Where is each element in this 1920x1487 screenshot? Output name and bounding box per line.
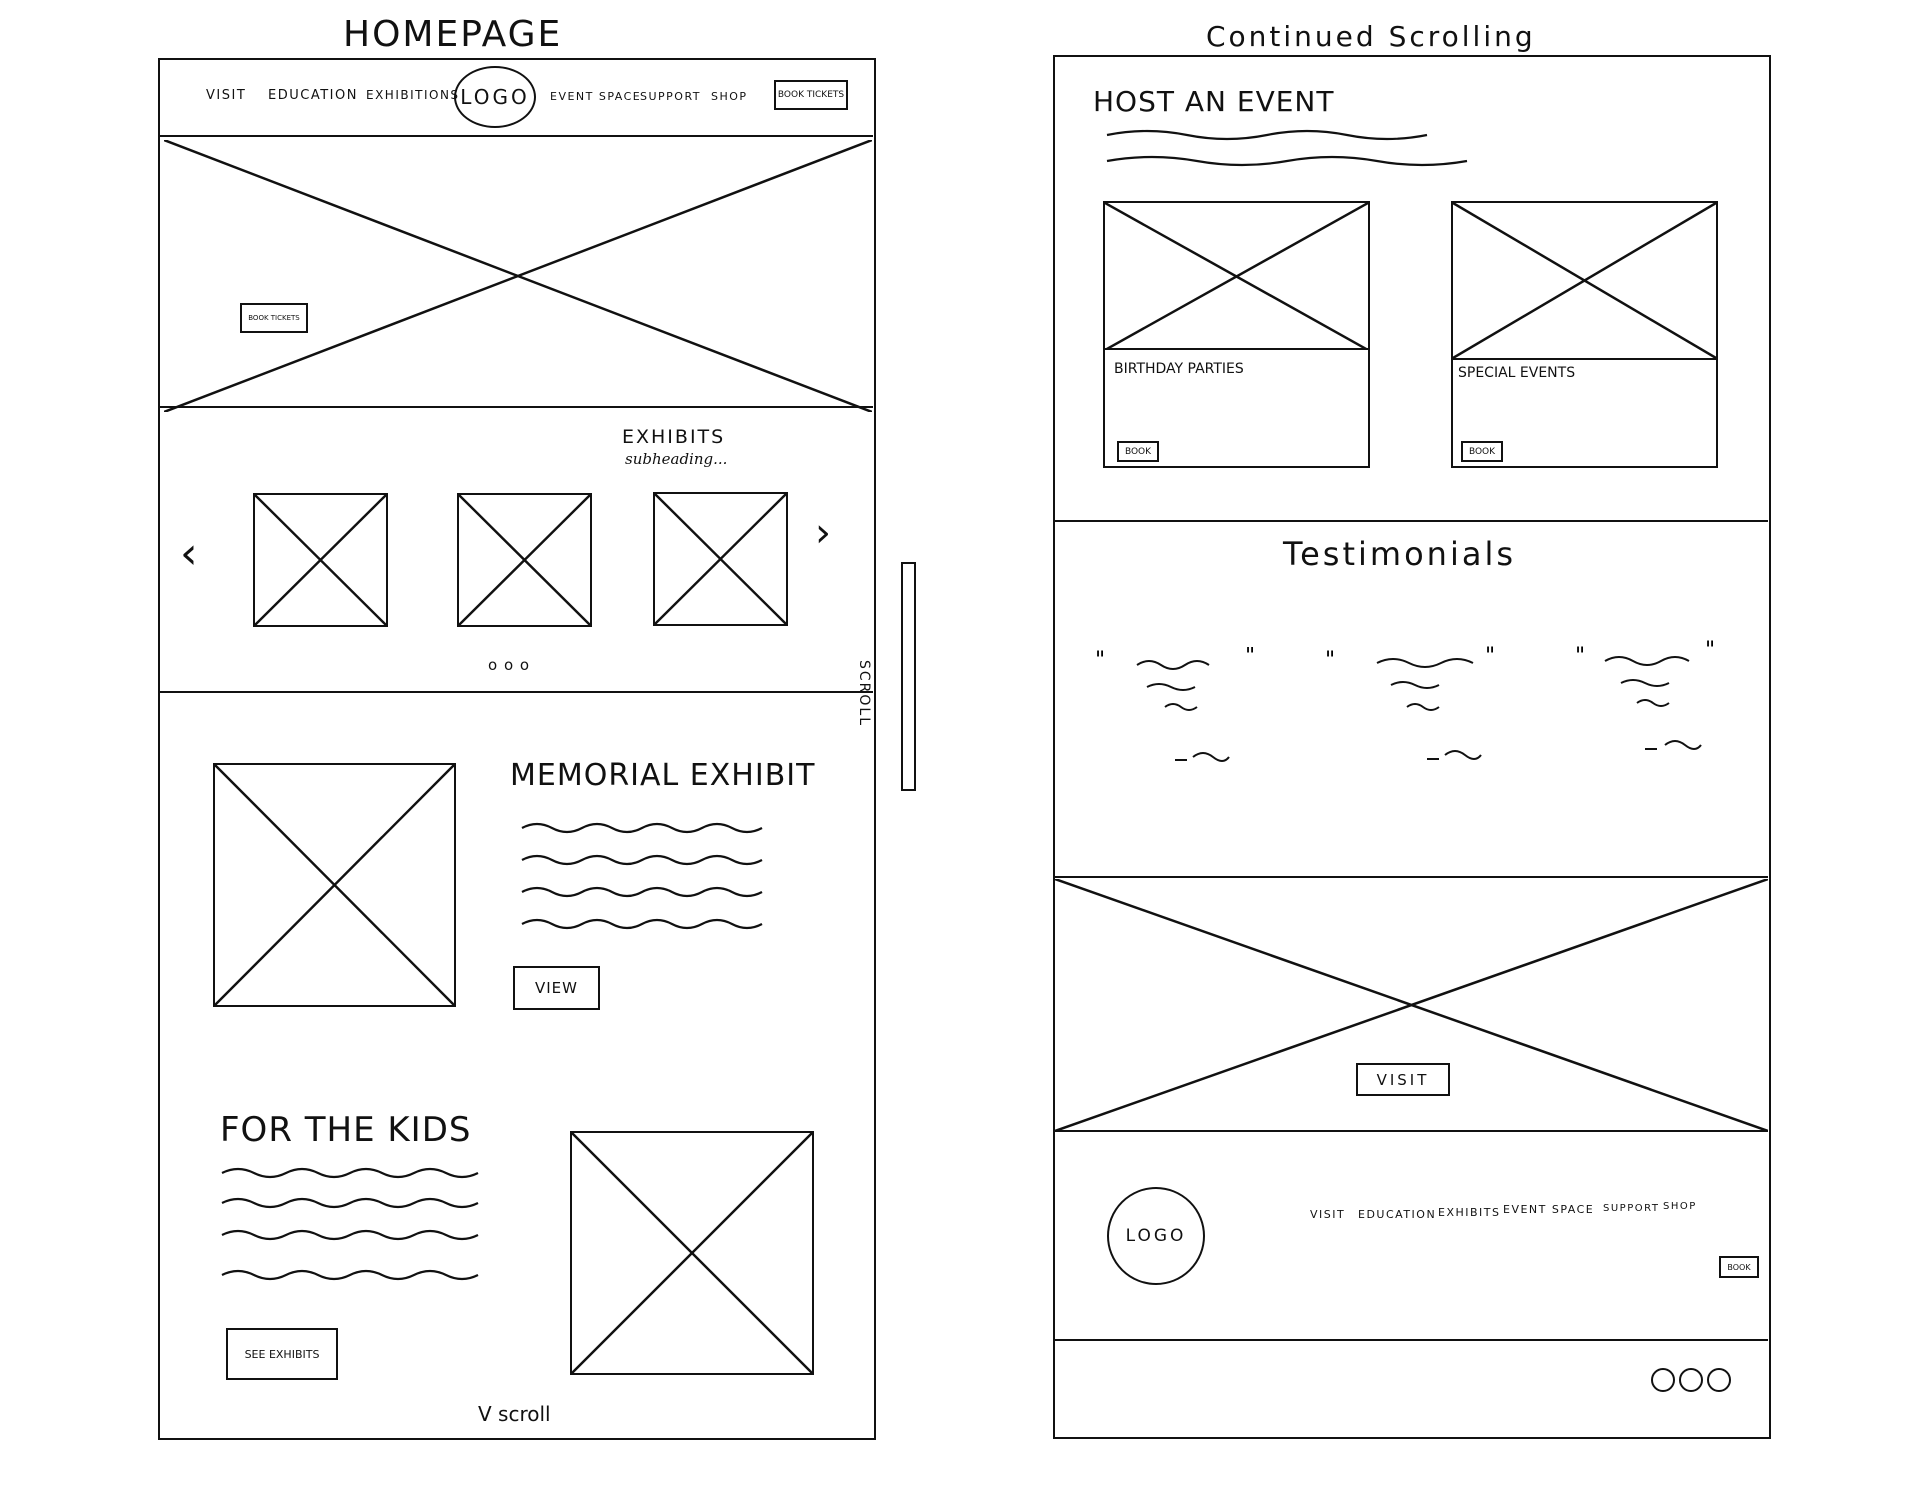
footer-logo[interactable]: LOGO	[1107, 1187, 1205, 1285]
continued-title: Continued Scrolling	[1206, 20, 1536, 53]
footer-nav-exhibits[interactable]: EXHIBITS	[1438, 1206, 1501, 1219]
testimonial-quote: " "	[1095, 647, 1255, 762]
nav-divider	[160, 135, 873, 137]
memorial-image-placeholder	[213, 763, 456, 1007]
hero-divider	[160, 406, 873, 408]
nav-item-exhibitions[interactable]: EXHIBITIONS	[366, 88, 460, 102]
svg-text:": "	[1575, 644, 1585, 669]
nav-item-visit[interactable]: VISIT	[206, 88, 247, 103]
footer-divider	[1055, 1339, 1768, 1341]
host-divider	[1055, 520, 1768, 522]
scroll-hint: V scroll	[478, 1402, 551, 1426]
nav-item-education[interactable]: EDUCATION	[268, 88, 358, 103]
nav-logo[interactable]: LOGO	[454, 66, 536, 128]
kids-see-exhibits-button[interactable]: SEE EXHIBITS	[226, 1328, 338, 1380]
exhibit-card-image[interactable]	[653, 492, 788, 626]
exhibits-heading: EXHIBITS	[622, 426, 726, 448]
memorial-heading: MEMORIAL EXHIBIT	[510, 758, 816, 793]
exhibits-subheading: subheading...	[625, 450, 728, 468]
carousel-next-icon[interactable]: ›	[815, 510, 831, 556]
carousel-prev-icon[interactable]: ‹	[180, 528, 198, 579]
homepage-title: HOMEPAGE	[343, 14, 563, 55]
banner-image-placeholder	[1055, 879, 1768, 1131]
banner-visit-button[interactable]: VISIT	[1356, 1063, 1450, 1096]
nav-item-support[interactable]: SUPPORT	[640, 90, 702, 103]
exhibit-card-image[interactable]	[253, 493, 388, 627]
testimonial-quote: " "	[1325, 645, 1495, 760]
scrollbar[interactable]	[901, 562, 916, 791]
banner-divider	[1055, 1130, 1768, 1132]
svg-text:": "	[1095, 648, 1105, 673]
svg-text:": "	[1325, 648, 1335, 673]
nav-book-tickets-button[interactable]: BOOK TICKETS	[774, 80, 848, 110]
nav-item-event-space[interactable]: EVENT SPACE	[550, 90, 642, 103]
event-card-book-button[interactable]: BOOK	[1461, 441, 1503, 462]
testimonials-divider	[1055, 876, 1768, 878]
footer-book-button[interactable]: BOOK	[1719, 1256, 1759, 1278]
kids-image-placeholder	[570, 1131, 814, 1375]
event-card: SPECIAL EVENTS BOOK	[1451, 201, 1718, 468]
svg-text:": "	[1705, 638, 1715, 663]
kids-body-text-lines	[221, 1167, 479, 1281]
memorial-body-text-lines	[521, 822, 763, 930]
svg-text:": "	[1485, 645, 1495, 669]
exhibits-divider	[160, 691, 873, 693]
event-card-book-button[interactable]: BOOK	[1117, 441, 1159, 462]
hero-image-placeholder	[164, 140, 872, 412]
event-card-divider	[1105, 348, 1368, 350]
kids-heading: FOR THE KIDS	[220, 1110, 472, 1150]
footer-nav-shop[interactable]: SHOP	[1663, 1201, 1697, 1212]
event-card-title: BIRTHDAY PARTIES	[1114, 361, 1244, 377]
circle-icon[interactable]	[1651, 1368, 1675, 1392]
testimonial-quote: " "	[1575, 638, 1715, 750]
testimonials-heading: Testimonials	[1283, 535, 1516, 573]
homepage-frame: VISIT EDUCATION EXHIBITIONS LOGO EVENT S…	[158, 58, 876, 1440]
svg-text:": "	[1245, 647, 1255, 669]
host-body-text-lines	[1106, 129, 1468, 167]
footer-nav-event-space[interactable]: EVENT SPACE	[1503, 1203, 1595, 1216]
footer-nav-support[interactable]: SUPPORT	[1603, 1203, 1660, 1214]
scrollbar-label: SCROLL	[856, 660, 872, 728]
memorial-view-button[interactable]: VIEW	[513, 966, 600, 1010]
continued-frame: HOST AN EVENT BIRTHDAY PARTIES BOOK SPEC…	[1053, 55, 1771, 1439]
hero-book-tickets-button[interactable]: BOOK TICKETS	[240, 303, 308, 333]
circle-icon[interactable]	[1679, 1368, 1703, 1392]
footer-nav-visit[interactable]: VISIT	[1310, 1208, 1346, 1221]
event-card-divider	[1453, 358, 1716, 360]
footer-nav-education[interactable]: EDUCATION	[1358, 1208, 1437, 1221]
exhibit-card-image[interactable]	[457, 493, 592, 627]
circle-icon[interactable]	[1707, 1368, 1731, 1392]
event-card-title: SPECIAL EVENTS	[1458, 365, 1576, 381]
host-heading: HOST AN EVENT	[1093, 85, 1335, 118]
carousel-dots[interactable]: o o o	[488, 656, 531, 674]
event-card: BIRTHDAY PARTIES BOOK	[1103, 201, 1370, 468]
nav-item-shop[interactable]: SHOP	[711, 90, 748, 103]
